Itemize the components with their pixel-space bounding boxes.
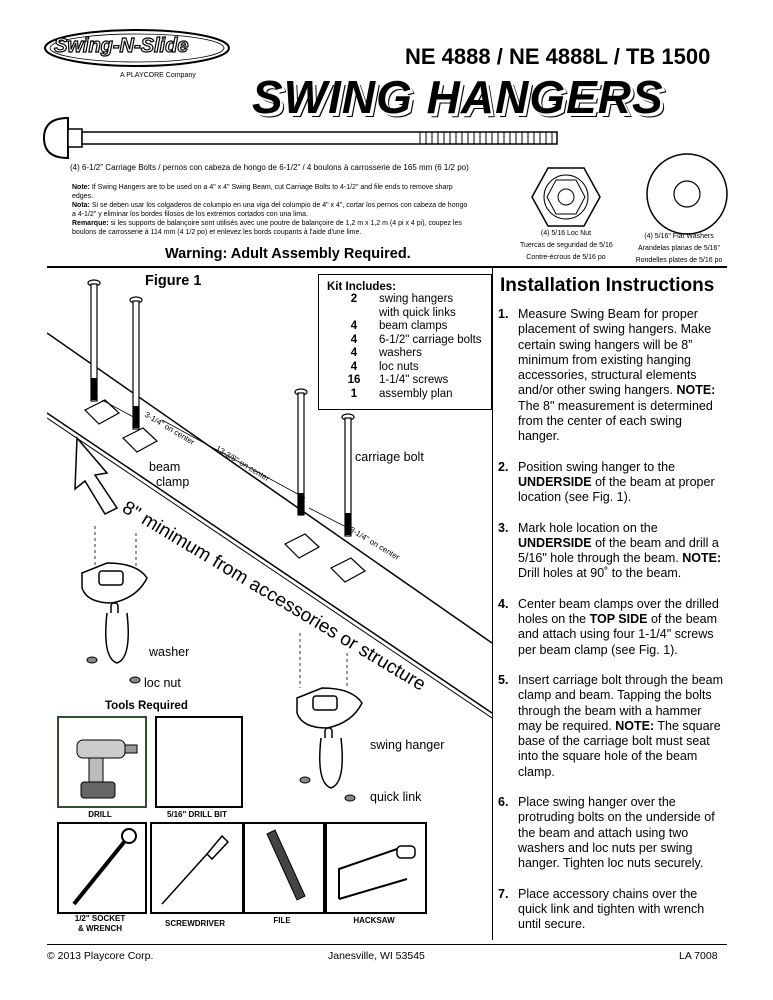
hacksaw-tool (325, 822, 427, 914)
step-text: Measure Swing Beam for proper placement … (518, 307, 716, 444)
carriage-bolt-illustration (42, 116, 558, 160)
screwdriver-icon (161, 834, 230, 905)
arrow-icon (74, 436, 119, 515)
logo-subtitle: A PLAYCORE Company (120, 72, 196, 79)
step-text: Insert carriage bolt through the beam cl… (518, 672, 723, 779)
step-text: Position swing hanger to the UNDERSIDE o… (518, 459, 715, 505)
drill-tool (57, 716, 147, 808)
logo-text: Swing-N-Slide (53, 34, 189, 57)
instruction-steps: 1. Measure Swing Beam for proper placemen… (498, 307, 724, 947)
step-text: Place accessory chains over the quick li… (518, 886, 705, 932)
step-number: 1. (498, 307, 509, 321)
footer-divider (47, 944, 727, 945)
instructions-title: Installation Instructions (500, 275, 715, 296)
dimension-label: 3-1/4" on center (348, 525, 401, 562)
screwdriver-label: SCREWDRIVER (164, 919, 225, 928)
label-swing-hanger: swing hanger (370, 738, 445, 752)
footer-copyright: © 2013 Playcore Corp. (47, 950, 154, 962)
file-label: FILE (273, 916, 291, 925)
column-divider (492, 268, 493, 940)
brand-logo: Swing-N-Slide (42, 28, 232, 68)
instruction-step: 1. Measure Swing Beam for proper placemen… (498, 307, 724, 445)
label-beam-clamp: beam clamp (149, 460, 190, 489)
dimension-label: 13-3/8" on center (214, 444, 271, 483)
hacksaw-label: HACKSAW (353, 916, 395, 925)
wrench-icon (72, 828, 137, 906)
step-text: Center beam clamps over the drilled hole… (518, 596, 719, 657)
page-title: SWING HANGERS (252, 71, 664, 123)
tools-title: Tools Required (105, 700, 188, 712)
step-text: Mark hole location on the UNDERSIDE of t… (518, 520, 722, 581)
instruction-step: 7. Place accessory chains over the quick … (498, 887, 724, 933)
instruction-step: 4. Center beam clamps over the drilled ho… (498, 597, 724, 658)
label-quick-link: quick link (370, 790, 422, 804)
instruction-step: 2. Position swing hanger to the UNDERSIDE… (498, 460, 724, 506)
step-text: Place swing hanger over the protruding b… (518, 795, 715, 871)
screwdriver-tool (150, 822, 244, 914)
label-carriage-bolt: carriage bolt (355, 450, 424, 464)
loc-nut-icon (531, 167, 601, 227)
instruction-step: 3. Mark hole location on the UNDERSIDE of… (498, 521, 724, 582)
step-number: 2. (498, 459, 509, 474)
drill-icon (76, 739, 138, 799)
file-tool (243, 822, 325, 914)
label-washer: washer (149, 645, 190, 659)
divider (47, 266, 727, 268)
minimum-label: 8" minimum from accessories or structure (118, 497, 429, 695)
step-number: 3. (498, 520, 509, 535)
drill-label: DRILL (88, 810, 112, 819)
warning-text: Warning: Adult Assembly Required. (165, 246, 411, 262)
drill-bit-tool (155, 716, 243, 808)
drill-bit-label: 5/16" DRILL BIT (166, 810, 228, 819)
label-loc-nut: loc nut (144, 676, 181, 690)
step-number: 7. (498, 886, 509, 901)
notes-block: Note: If Swing Hangers are to be used on… (72, 184, 468, 236)
file-icon (266, 829, 306, 901)
flat-washer-icon (646, 153, 728, 235)
step-number: 5. (498, 672, 509, 687)
kit-title: Kit Includes: (327, 281, 397, 293)
socket-label: 1/2" SOCKET & WRENCH (74, 914, 126, 933)
step-number: 6. (498, 795, 509, 810)
instruction-step: 5. Insert carriage bolt through the beam … (498, 673, 724, 780)
footer-address: Janesville, WI 53545 (328, 950, 425, 962)
model-numbers: NE 4888 / NE 4888L / TB 1500 (405, 44, 711, 69)
figure-title: Figure 1 (145, 273, 202, 289)
step-number: 4. (498, 596, 509, 611)
hacksaw-icon (338, 845, 416, 900)
instruction-step: 6. Place swing hanger over the protruding… (498, 795, 724, 871)
figure-1-diagram: 3-1/4" on center 13-3/8" on center 3-1/4… (47, 279, 492, 802)
footer-code: LA 7008 (679, 950, 718, 962)
socket-tool (57, 822, 147, 914)
bolt-caption: (4) 6-1/2" Carriage Bolts / pernos con c… (70, 163, 469, 172)
